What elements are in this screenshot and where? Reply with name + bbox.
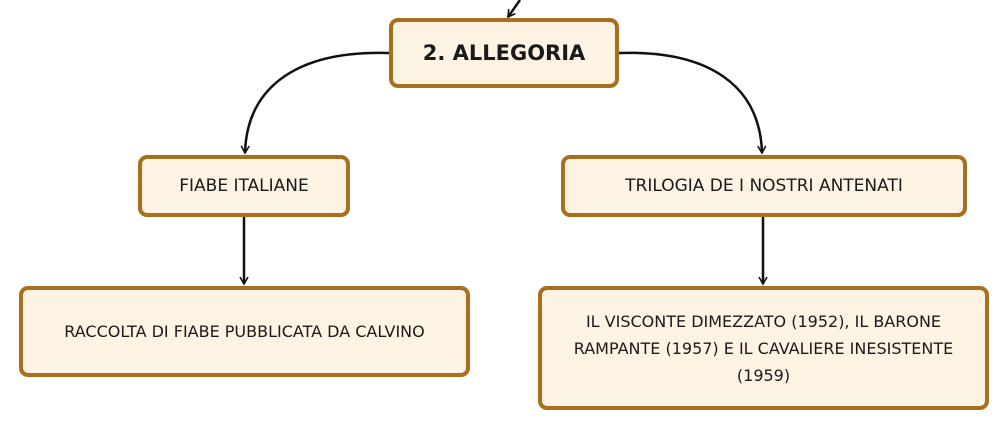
raccolta-label: RACCOLTA DI FIABE PUBBLICATA DA CALVINO	[64, 322, 425, 341]
raccolta-node[interactable]: RACCOLTA DI FIABE PUBBLICATA DA CALVINO	[19, 286, 470, 377]
fiabe-italiane-label: FIABE ITALIANE	[179, 176, 309, 196]
fiabe-italiane-node[interactable]: FIABE ITALIANE	[138, 155, 350, 217]
romanzi-label: IL VISCONTE DIMEZZATO (1952), IL BARONE …	[573, 311, 954, 385]
romanzi-node[interactable]: IL VISCONTE DIMEZZATO (1952), IL BARONE …	[538, 286, 989, 410]
root-node[interactable]: 2. ALLEGORIA	[389, 18, 619, 88]
connector-root-to-fiabe	[240, 51, 390, 155]
trilogia-label: TRILOGIA DE I NOSTRI ANTENATI	[625, 176, 903, 196]
trilogia-node[interactable]: TRILOGIA DE I NOSTRI ANTENATI	[561, 155, 967, 217]
root-node-label: 2. ALLEGORIA	[422, 41, 586, 65]
connector-root-to-trilogia	[618, 51, 767, 155]
incoming-connector	[506, 0, 522, 19]
